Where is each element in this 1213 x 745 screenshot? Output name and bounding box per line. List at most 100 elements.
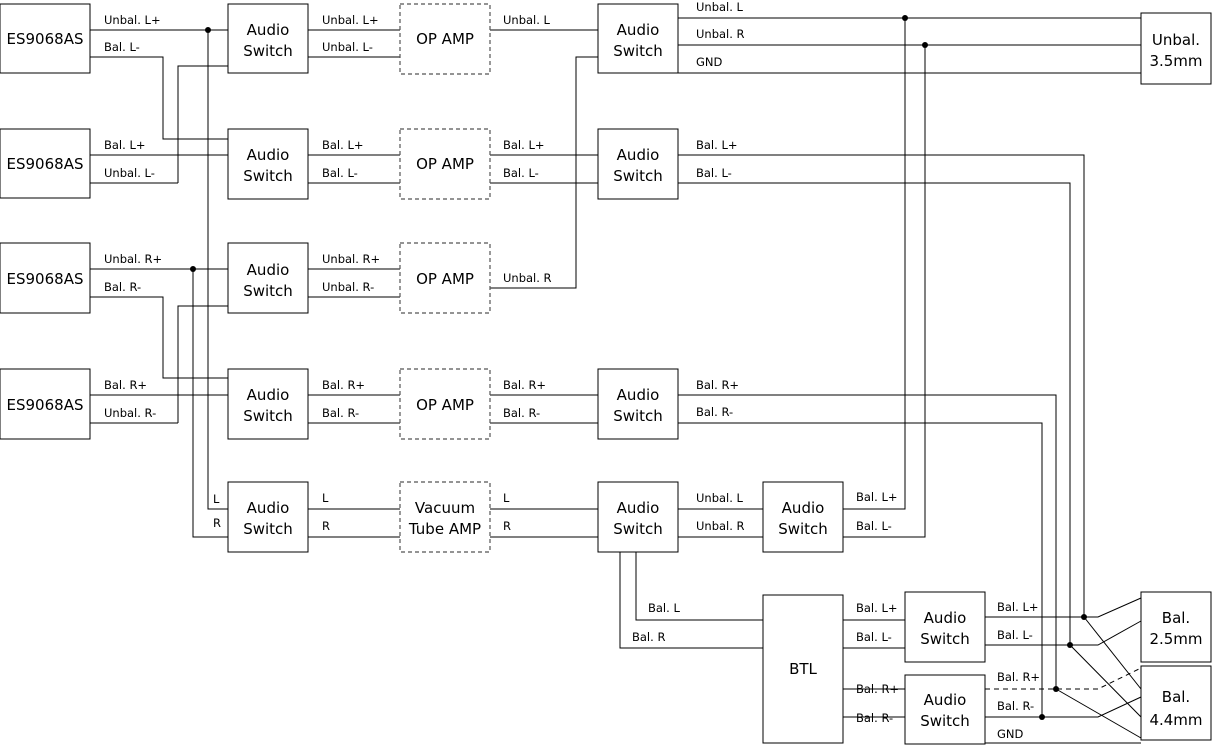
label-swb1-r: Unbal. R (696, 27, 745, 41)
audio-switch-a1: Audio Switch (227, 3, 309, 74)
svg-text:Switch: Switch (613, 167, 663, 185)
junction-dots (190, 15, 1087, 720)
label-dac3-top: Unbal. R+ (104, 252, 162, 266)
audio-switch-b4: Audio Switch (597, 368, 679, 440)
op-amp-2: OP AMP (399, 128, 491, 200)
audio-switch-d2: Audio Switch (904, 674, 986, 745)
btl-block: BTL (762, 594, 844, 744)
svg-text:Audio: Audio (924, 609, 967, 627)
label-dac1-bot: Bal. L- (104, 40, 140, 54)
label-swa3-top: Unbal. R+ (322, 252, 380, 266)
label-dac4-bot: Unbal. R- (104, 406, 156, 420)
svg-text:Switch: Switch (778, 520, 828, 538)
label-swb2-top: Bal. L+ (696, 138, 738, 152)
label-dac3-bot: Bal. R- (104, 280, 141, 294)
label-amp3-out: Unbal. R (503, 271, 552, 285)
svg-text:Audio: Audio (924, 691, 967, 709)
label-btl-in-l: Bal. L (648, 601, 680, 615)
output-bal-4-4mm: Bal. 4.4mm (1140, 665, 1212, 741)
audio-switch-b2: Audio Switch (597, 128, 679, 200)
svg-text:ES9068AS: ES9068AS (7, 155, 84, 173)
label-amp2-bot: Bal. L- (503, 166, 539, 180)
svg-text:Switch: Switch (920, 712, 970, 730)
svg-text:BTL: BTL (789, 660, 817, 678)
svg-text:Audio: Audio (247, 21, 290, 39)
label-swd2-top: Bal. R+ (997, 670, 1040, 684)
svg-text:Switch: Switch (613, 520, 663, 538)
svg-text:Audio: Audio (247, 386, 290, 404)
svg-text:OP AMP: OP AMP (416, 396, 474, 414)
audio-switch-a5: Audio Switch (227, 481, 309, 553)
svg-text:Audio: Audio (247, 261, 290, 279)
svg-text:2.5mm: 2.5mm (1149, 630, 1202, 648)
label-swb2-bot: Bal. L- (696, 166, 732, 180)
svg-text:Audio: Audio (247, 499, 290, 517)
audio-switch-a3: Audio Switch (227, 242, 309, 314)
label-dac4-top: Bal. R+ (104, 378, 147, 392)
svg-text:Switch: Switch (920, 630, 970, 648)
audio-switch-b1: Audio Switch (597, 3, 679, 74)
svg-text:Vacuum: Vacuum (415, 499, 475, 517)
label-dac2-top: Bal. L+ (104, 138, 146, 152)
svg-text:Switch: Switch (613, 42, 663, 60)
vacuum-tube-amp: Vacuum Tube AMP (399, 481, 491, 553)
label-amp1-out: Unbal. L (503, 13, 551, 27)
op-amp-4: OP AMP (399, 368, 491, 440)
label-amp5-bot: R (503, 519, 511, 533)
op-amp-3: OP AMP (399, 242, 491, 314)
svg-text:Audio: Audio (247, 146, 290, 164)
label-swc5-bot: Bal. L- (856, 519, 892, 533)
label-swb4-bot: Bal. R- (696, 405, 733, 419)
svg-text:ES9068AS: ES9068AS (7, 30, 84, 48)
output-bal-2-5mm: Bal. 2.5mm (1140, 591, 1212, 663)
label-swb4-top: Bal. R+ (696, 378, 739, 392)
label-sw5-in-r: R (213, 516, 221, 530)
label-swb1-l: Unbal. L (696, 0, 744, 14)
svg-text:Audio: Audio (782, 499, 825, 517)
svg-text:ES9068AS: ES9068AS (7, 396, 84, 414)
svg-text:Unbal.: Unbal. (1152, 31, 1200, 49)
label-swd1-bot: Bal. L- (997, 628, 1033, 642)
label-swb5-top: Unbal. L (696, 491, 744, 505)
label-swa4-bot: Bal. R- (322, 406, 359, 420)
label-amp2-top: Bal. L+ (503, 138, 545, 152)
svg-text:ES9068AS: ES9068AS (7, 270, 84, 288)
svg-text:OP AMP: OP AMP (416, 270, 474, 288)
svg-text:Bal.: Bal. (1162, 688, 1190, 706)
label-swa1-bot: Unbal. L- (322, 40, 373, 54)
label-btl-in-r: Bal. R (632, 630, 665, 644)
label-amp4-bot: Bal. R- (503, 406, 540, 420)
label-btl-out1: Bal. L+ (856, 601, 898, 615)
audio-switch-a2: Audio Switch (227, 128, 309, 200)
label-swb1-gnd: GND (696, 55, 723, 69)
svg-text:OP AMP: OP AMP (416, 30, 474, 48)
label-swa4-top: Bal. R+ (322, 378, 365, 392)
audio-switch-b5: Audio Switch (597, 481, 679, 553)
svg-text:Switch: Switch (613, 407, 663, 425)
svg-text:Switch: Switch (243, 42, 293, 60)
label-amp5-top: L (503, 491, 510, 505)
svg-text:Switch: Switch (243, 167, 293, 185)
op-amp-1: OP AMP (399, 3, 491, 75)
dac-4: ES9068AS (0, 368, 91, 440)
label-swc5-top: Bal. L+ (856, 490, 898, 504)
label-sw5-in-l: L (213, 492, 220, 506)
svg-text:Switch: Switch (243, 282, 293, 300)
audio-switch-a4: Audio Switch (227, 368, 309, 440)
dac-3: ES9068AS (0, 242, 91, 314)
svg-text:Audio: Audio (617, 499, 660, 517)
label-swa2-top: Bal. L+ (322, 138, 364, 152)
dac-1: ES9068AS (0, 3, 91, 74)
svg-text:OP AMP: OP AMP (416, 155, 474, 173)
wire-labels: Unbal. L+ Bal. L- Bal. L+ Unbal. L- Unba… (104, 0, 1040, 741)
label-dac1-top: Unbal. L+ (104, 13, 161, 27)
label-swa3-bot: Unbal. R- (322, 280, 374, 294)
label-swa2-bot: Bal. L- (322, 166, 358, 180)
svg-text:Tube AMP: Tube AMP (408, 520, 481, 538)
svg-text:Audio: Audio (617, 146, 660, 164)
svg-text:Switch: Switch (243, 407, 293, 425)
label-btl-out3: Bal. R+ (856, 682, 899, 696)
label-swa5-top: L (322, 491, 329, 505)
dac-2: ES9068AS (0, 128, 91, 199)
